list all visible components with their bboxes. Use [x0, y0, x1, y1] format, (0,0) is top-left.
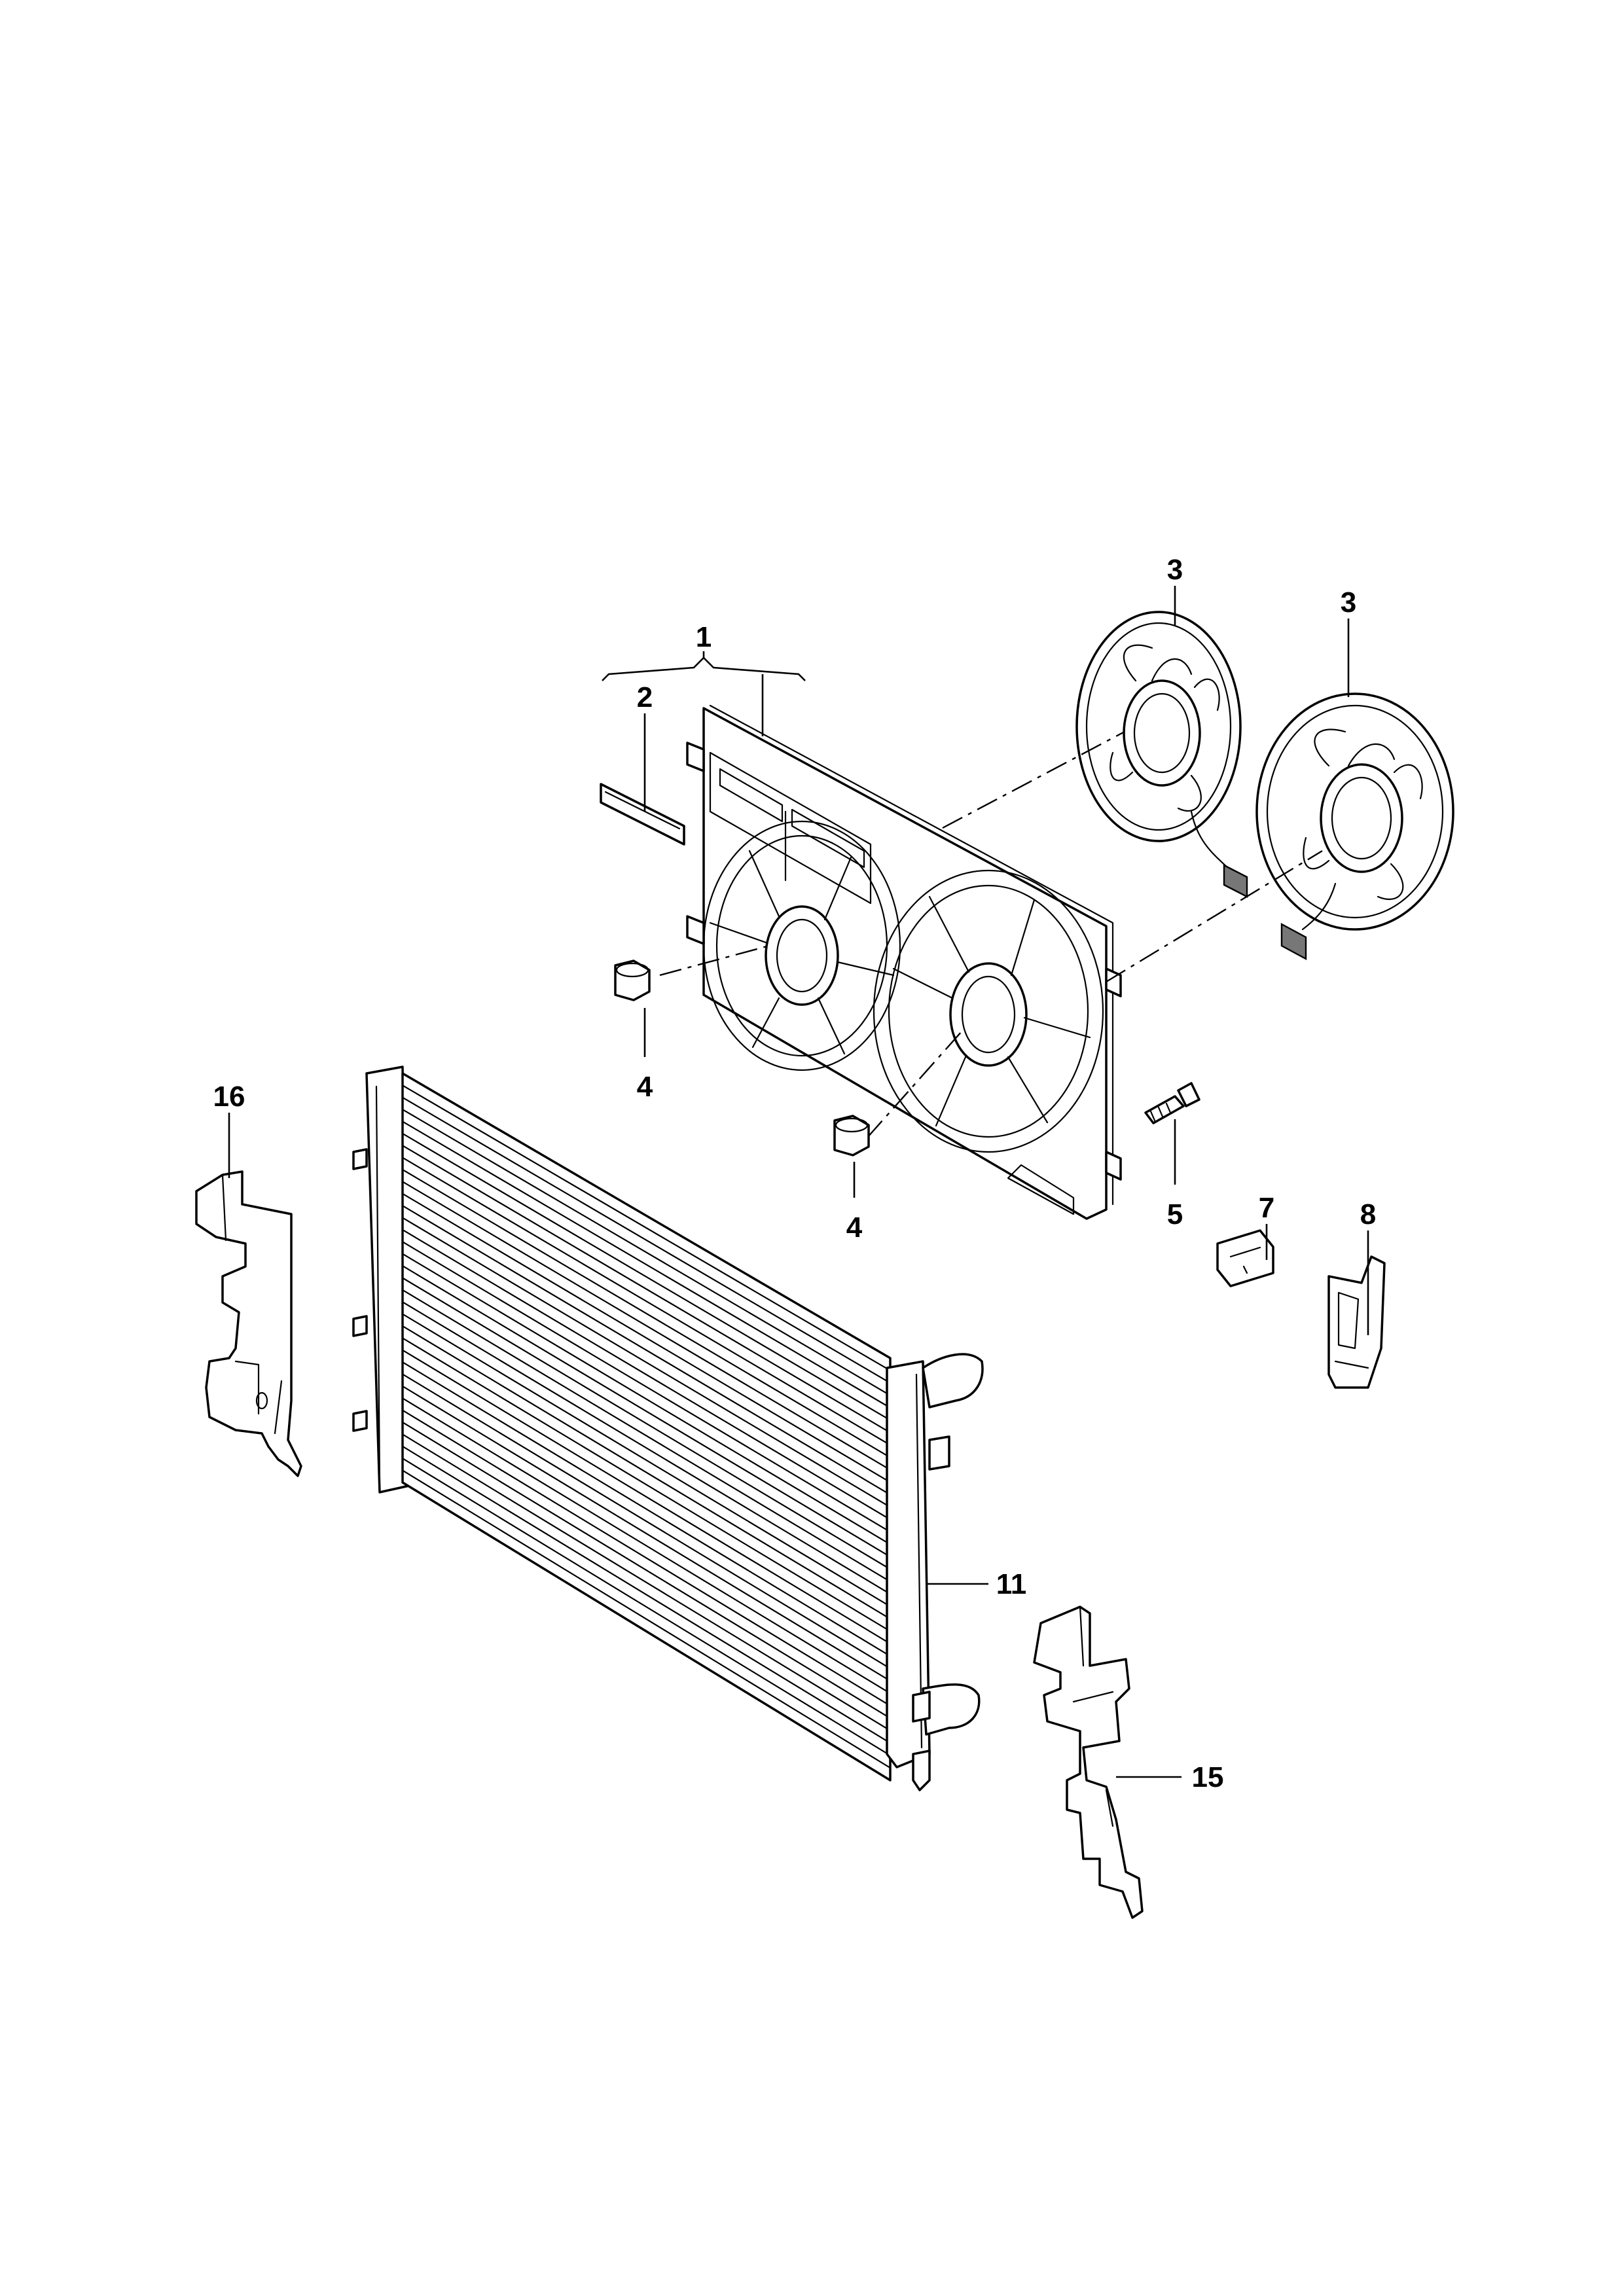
callout-4-lower: 4 [846, 1211, 863, 1244]
leader-lines [228, 586, 1369, 1778]
fin-line [401, 1085, 892, 1372]
fin-line [401, 1409, 892, 1707]
callout-15: 15 [1192, 1761, 1224, 1793]
callout-5: 5 [1167, 1198, 1183, 1230]
screw [1144, 1082, 1200, 1124]
fan-motor-right [1255, 692, 1454, 961]
nut-lower [833, 1115, 870, 1157]
bracket [1327, 1255, 1386, 1389]
callout-7: 7 [1259, 1192, 1274, 1224]
fin-line [401, 1313, 892, 1607]
nut-upper [614, 960, 651, 1001]
fin-line [401, 1253, 892, 1545]
fin-line [401, 1301, 892, 1595]
fin-line [401, 1265, 892, 1558]
fin-line [401, 1469, 892, 1769]
callout-8: 8 [1360, 1198, 1376, 1230]
fin-line [401, 1277, 892, 1570]
callout-16: 16 [213, 1081, 245, 1113]
fin-line [401, 1421, 892, 1719]
fin-line [401, 1217, 892, 1508]
fin-line [401, 1096, 892, 1384]
fin-line [401, 1229, 892, 1520]
fin-line [401, 1337, 892, 1632]
radiator [352, 1066, 984, 1791]
callout-3-right: 3 [1341, 586, 1356, 619]
callout-labels: 1 2 3 3 4 4 5 7 8 11 15 16 [213, 554, 1377, 1793]
callout-11: 11 [996, 1568, 1027, 1600]
callout-4-upper: 4 [637, 1071, 653, 1103]
fan-shroud [686, 704, 1122, 1220]
callout-2: 2 [637, 681, 653, 713]
fin-line [401, 1397, 892, 1695]
fin-line [401, 1289, 892, 1583]
fin-line [401, 1445, 892, 1744]
fin-line [401, 1349, 892, 1645]
fin-line [401, 1145, 892, 1433]
callout-1: 1 [696, 621, 712, 653]
radiator-fins [401, 1085, 892, 1769]
callout-3-left: 3 [1167, 554, 1183, 586]
clip [1216, 1229, 1274, 1287]
fin-line [401, 1121, 892, 1408]
fin-line [401, 1373, 892, 1670]
fin-line [401, 1157, 892, 1446]
fin-line [401, 1193, 892, 1483]
fin-line [401, 1385, 892, 1682]
fin-line [401, 1132, 892, 1421]
air-guide-left [195, 1170, 302, 1477]
fin-line [401, 1458, 892, 1757]
fin-line [401, 1109, 892, 1397]
assembly-lines [659, 730, 1323, 1138]
fin-line [401, 1433, 892, 1732]
fin-line [401, 1181, 892, 1471]
fin-line [401, 1168, 892, 1458]
air-guide-right [1033, 1605, 1144, 1919]
fin-line [401, 1205, 892, 1496]
fin-line [401, 1325, 892, 1620]
fin-line [401, 1241, 892, 1533]
fin-line [401, 1361, 892, 1657]
seal-strip [600, 783, 685, 846]
fan-motor-left [1075, 611, 1248, 898]
